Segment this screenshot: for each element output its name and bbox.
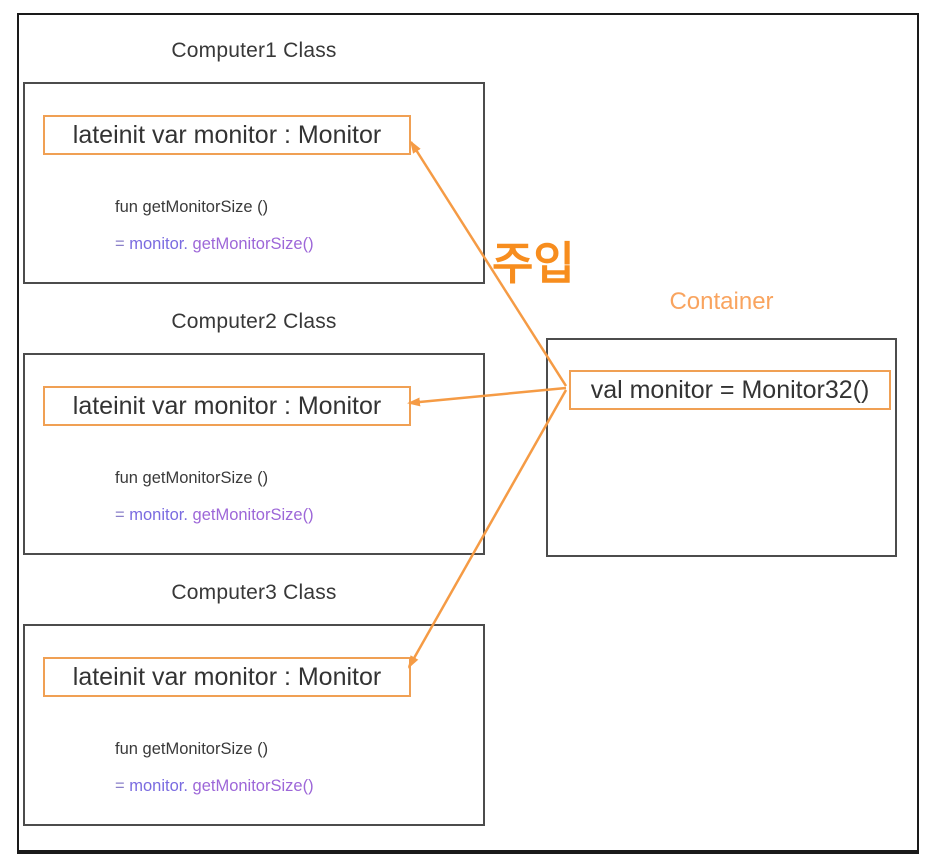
computer1-class-title: Computer1 Class — [171, 39, 337, 62]
diagram-outer-frame — [17, 13, 919, 854]
computer2-lateinit-field: lateinit var monitor : Monitor — [43, 386, 411, 426]
computer3-code-body: = monitor. getMonitorSize() — [115, 777, 314, 796]
code-method-call: getMonitorSize() — [192, 235, 314, 253]
computer3-code-signature: fun getMonitorSize () — [115, 740, 269, 758]
computer3-class-title: Computer3 Class — [171, 581, 337, 604]
code-monitor-ref: monitor. — [129, 506, 193, 524]
code-monitor-ref: monitor. — [129, 777, 193, 795]
computer1-lateinit-field: lateinit var monitor : Monitor — [43, 115, 411, 155]
computer1-class-box: lateinit var monitor : Monitor fun getMo… — [23, 82, 485, 284]
container-val-field: val monitor = Monitor32() — [569, 370, 891, 410]
computer2-code-body: = monitor. getMonitorSize() — [115, 506, 314, 525]
computer3-class-box: lateinit var monitor : Monitor fun getMo… — [23, 624, 485, 826]
code-equals: = — [115, 777, 130, 795]
injection-label: 주입 — [492, 238, 575, 289]
computer2-class-title: Computer2 Class — [171, 310, 337, 333]
code-method-call: getMonitorSize() — [192, 777, 314, 795]
computer1-code-signature: fun getMonitorSize () — [115, 198, 269, 216]
container-box: val monitor = Monitor32() — [546, 338, 897, 557]
code-equals: = — [115, 506, 130, 524]
computer2-code-signature: fun getMonitorSize () — [115, 469, 269, 487]
code-method-call: getMonitorSize() — [192, 506, 314, 524]
computer1-code-body: = monitor. getMonitorSize() — [115, 235, 314, 254]
computer2-class-box: lateinit var monitor : Monitor fun getMo… — [23, 353, 485, 555]
container-label: Container — [669, 288, 774, 315]
computer1-section: Computer1 Class lateinit var monitor : M… — [23, 36, 485, 284]
code-monitor-ref: monitor. — [129, 235, 193, 253]
code-equals: = — [115, 235, 130, 253]
computer3-lateinit-field: lateinit var monitor : Monitor — [43, 657, 411, 697]
computer3-section: Computer3 Class lateinit var monitor : M… — [23, 578, 485, 826]
computer2-section: Computer2 Class lateinit var monitor : M… — [23, 307, 485, 555]
